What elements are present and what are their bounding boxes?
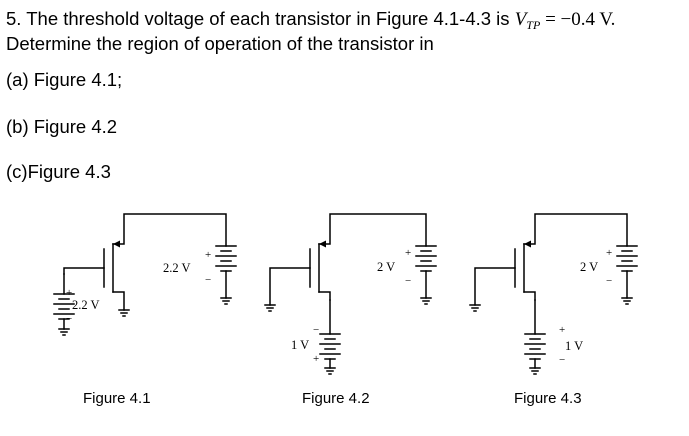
part-a: (a) Figure 4.1; <box>6 69 123 90</box>
figure-caption: Figure 4.2 <box>302 390 370 407</box>
minus-sign: − <box>313 324 319 336</box>
source-wire <box>318 213 427 247</box>
minus-sign: − <box>559 354 565 366</box>
vtp-symbol: V <box>514 9 527 30</box>
source-source-voltage-label: 1 V <box>565 339 583 353</box>
gate-battery <box>53 273 75 336</box>
figure-4-3 <box>469 213 638 375</box>
gate-wire <box>269 267 311 306</box>
vtp-value: = −0.4 V. <box>540 9 616 30</box>
minus-sign: − <box>66 313 72 325</box>
problem-statement-line1: 5. The threshold voltage of each transis… <box>6 8 615 36</box>
ground-symbol <box>469 304 481 312</box>
problem-text: 5. The threshold voltage of each transis… <box>6 8 515 29</box>
ground-symbol <box>118 309 130 317</box>
minus-sign: − <box>205 274 211 286</box>
vtp-expression: VTP = −0.4 V. <box>514 9 616 32</box>
source-wire <box>523 213 628 247</box>
drain-wire <box>112 291 125 311</box>
gate-wire <box>63 267 105 275</box>
figure-caption: Figure 4.3 <box>514 390 582 407</box>
source-battery <box>524 299 546 375</box>
source-arrow <box>524 240 531 248</box>
plus-sign: + <box>205 249 211 261</box>
drain-source-voltage-label: 2.2 V <box>163 261 191 275</box>
drain-source-voltage-label: 2 V <box>377 260 395 274</box>
source-arrow <box>319 240 326 248</box>
drain-wire <box>318 291 331 301</box>
gate-wire <box>474 267 516 306</box>
figure-4-1 <box>53 213 237 336</box>
source-arrow <box>113 240 120 248</box>
ground-symbol <box>264 304 276 312</box>
drain-battery <box>616 245 638 305</box>
source-battery <box>215 245 237 305</box>
plus-sign: + <box>313 353 319 365</box>
figure-4-2 <box>264 213 437 375</box>
source-source-voltage-label: 1 V <box>291 338 309 352</box>
plus-sign: + <box>606 247 612 259</box>
part-c: (c)Figure 4.3 <box>6 161 111 182</box>
vtp-subscript: TP <box>526 18 541 32</box>
drain-battery <box>415 245 437 305</box>
gate-source-voltage-label: 2.2 V <box>72 298 100 312</box>
drain-source-voltage-label: 2 V <box>580 260 598 274</box>
minus-sign: − <box>405 275 411 287</box>
source-battery <box>319 299 341 375</box>
drain-wire <box>523 291 536 301</box>
minus-sign: − <box>606 275 612 287</box>
figure-caption: Figure 4.1 <box>83 390 151 407</box>
source-wire <box>112 213 227 247</box>
part-b: (b) Figure 4.2 <box>6 116 118 137</box>
plus-sign: + <box>559 324 565 336</box>
problem-statement-line2: Determine the region of operation of the… <box>6 33 434 54</box>
plus-sign: + <box>66 287 72 299</box>
plus-sign: + <box>405 247 411 259</box>
